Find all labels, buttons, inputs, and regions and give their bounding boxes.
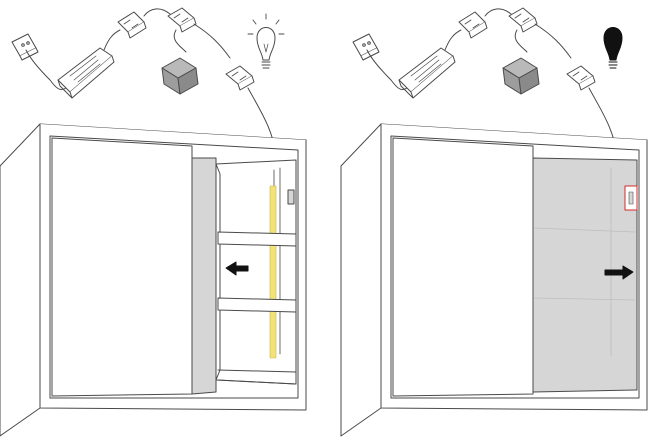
cabinet-interior: [215, 159, 297, 385]
led-strip: [269, 185, 277, 359]
sliding-door-white: [392, 137, 534, 397]
panel-door-open: [0, 7, 307, 437]
shelf: [217, 231, 297, 247]
sliding-door-white: [51, 137, 193, 397]
panel-door-closed: [340, 7, 648, 437]
sliding-door-grey: [191, 157, 217, 395]
lamp-off-icon: [603, 27, 623, 69]
shelf: [217, 297, 297, 313]
arrow-right-icon: [604, 265, 634, 280]
arrow-left-icon: [225, 261, 249, 276]
lamp-on-icon: [247, 13, 285, 69]
door-sensor-icon: [287, 189, 295, 205]
door-sensor-icon: [624, 185, 638, 211]
